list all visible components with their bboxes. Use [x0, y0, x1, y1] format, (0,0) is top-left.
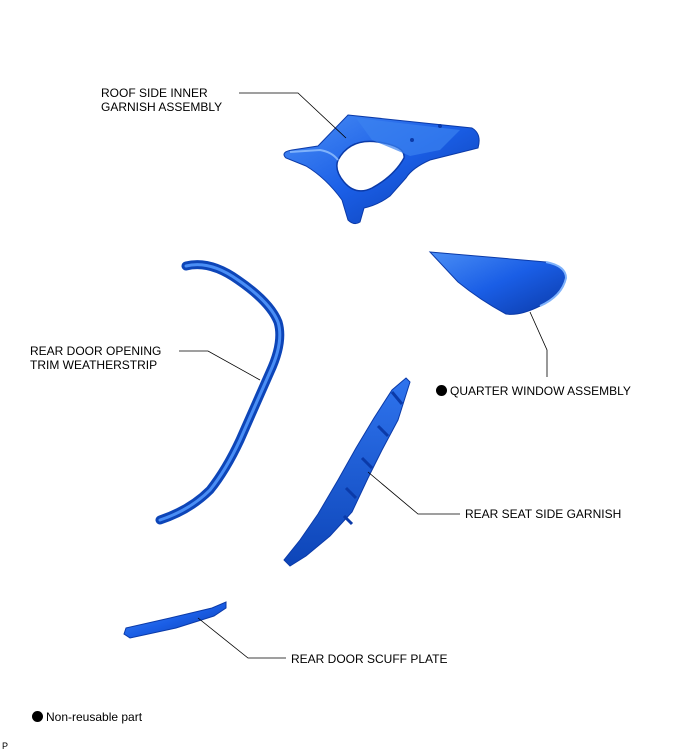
leader-roof-side: [239, 92, 347, 139]
legend-marker-icon: [32, 711, 43, 722]
leader-rear-seat-side: [367, 471, 460, 515]
label-rear-door-opening-line-2: TRIM WEATHERSTRIP: [30, 358, 158, 372]
rear-door-scuff-plate-part: [123, 601, 227, 639]
legend-text: Non-reusable part: [46, 710, 143, 724]
rear-door-opening-weatherstrip-part: [155, 260, 285, 525]
corner-mark: P: [2, 741, 9, 751]
label-roof-side-inner-line-2: GARNISH ASSEMBLY: [101, 100, 223, 114]
label-rear-seat-side-garnish: REAR SEAT SIDE GARNISH: [465, 507, 622, 521]
non-reusable-marker-icon: [436, 385, 447, 396]
label-roof-side-inner-line-1: ROOF SIDE INNER: [101, 86, 208, 100]
label-quarter-window: QUARTER WINDOW ASSEMBLY: [436, 384, 631, 398]
leader-rear-door-opening: [179, 350, 261, 381]
quarter-window-assembly-part: [428, 251, 568, 315]
leader-rear-door-scuff: [197, 617, 286, 659]
label-rear-door-opening-line-1: REAR DOOR OPENING: [30, 344, 162, 358]
leader-quarter-window: [529, 311, 548, 377]
leader-lines: [179, 92, 548, 659]
label-quarter-window-text: QUARTER WINDOW ASSEMBLY: [450, 384, 631, 398]
legend-non-reusable: Non-reusable part: [32, 710, 142, 724]
label-rear-door-scuff-plate: REAR DOOR SCUFF PLATE: [291, 652, 448, 666]
roof-side-inner-garnish-part: [283, 114, 480, 225]
rear-seat-side-garnish-part: [283, 377, 411, 567]
